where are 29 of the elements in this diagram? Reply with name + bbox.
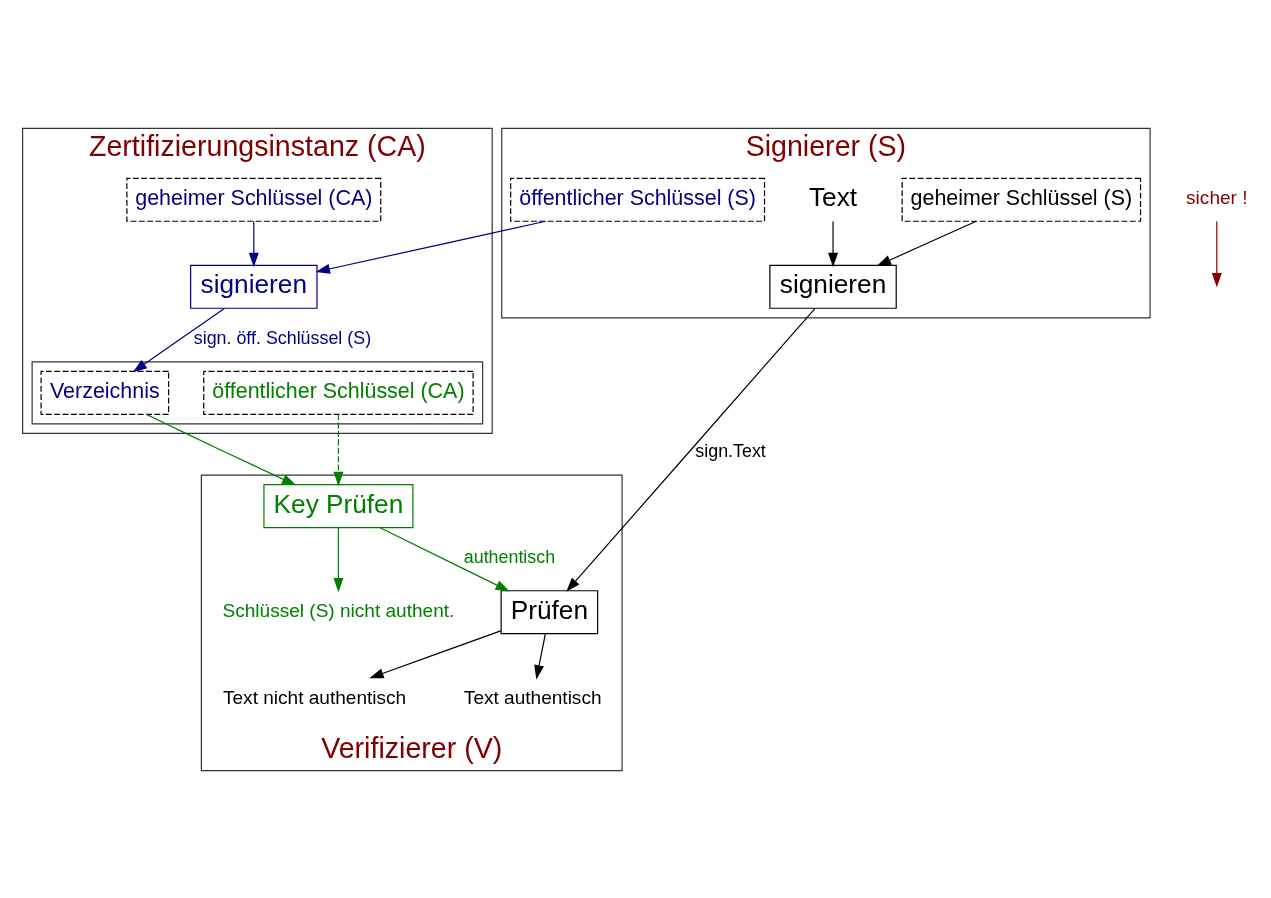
node-box: öffentlicher Schlüssel (CA) — [203, 370, 474, 415]
node-text: Text nicht authentisch — [223, 686, 407, 708]
arrow — [1211, 220, 1222, 287]
node-box: signieren — [769, 264, 897, 309]
edge-label: sign.Text — [695, 440, 766, 461]
arrow — [333, 526, 344, 592]
arrow — [379, 526, 510, 592]
node-box: Prüfen — [500, 589, 599, 634]
node-box: geheimer Schlüssel (CA) — [126, 177, 382, 222]
arrow — [828, 220, 839, 267]
arrow — [248, 220, 259, 267]
node-box: öffentlicher Schlüssel (S) — [510, 177, 766, 222]
node-box: Key Prüfen — [263, 483, 414, 528]
arrow — [315, 220, 547, 274]
node-text: Text authentisch — [463, 686, 602, 708]
arrow — [369, 629, 502, 678]
node-text: Text — [809, 181, 858, 212]
arrow — [534, 632, 546, 679]
arrow — [132, 307, 225, 372]
node-box: geheimer Schlüssel (S) — [901, 177, 1142, 222]
arrow — [333, 413, 344, 486]
node-box: Verzeichnis — [40, 370, 170, 415]
arrow — [876, 220, 977, 266]
node-box: signieren — [190, 264, 318, 309]
arrow — [566, 307, 816, 592]
node-text: sicher ! — [1186, 186, 1248, 208]
node-text: Schlüssel (S) nicht authent. — [222, 599, 455, 621]
edge-label: authentisch — [463, 546, 556, 567]
edge-label: sign. öff. Schlüssel (S) — [193, 327, 372, 348]
